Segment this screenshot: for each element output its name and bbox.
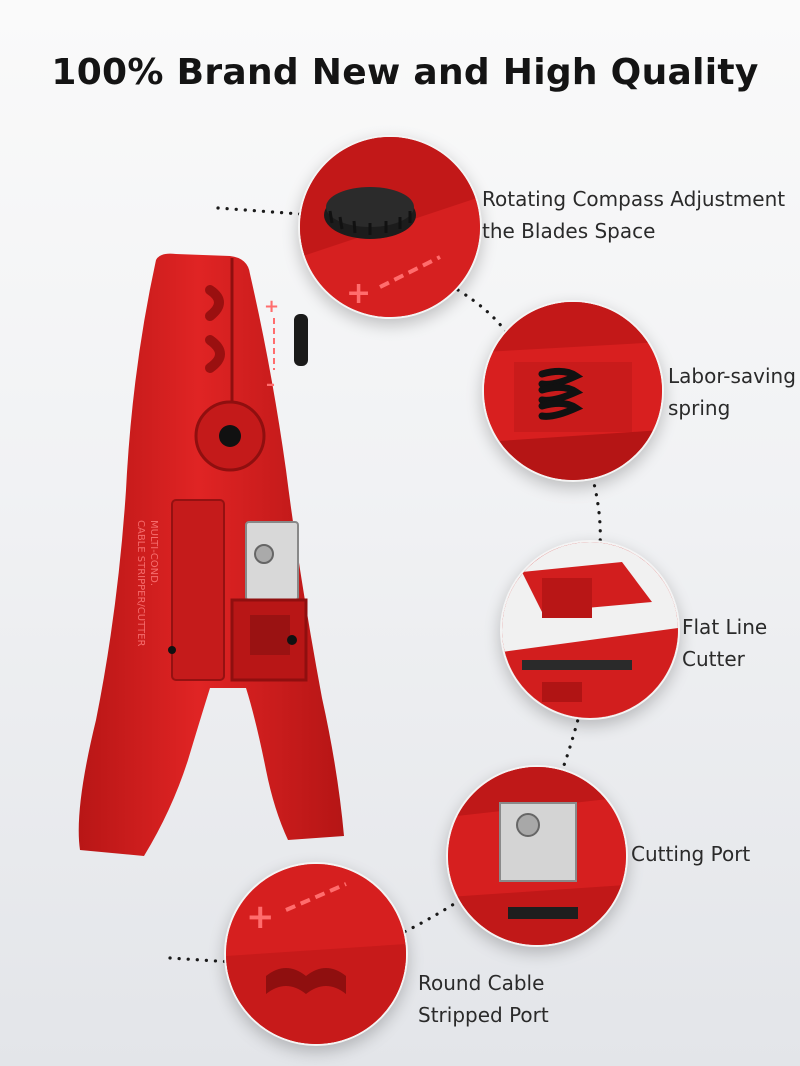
svg-text:–: – xyxy=(266,374,275,395)
label-compass-adjustment: Rotating Compass Adjustment the Blades S… xyxy=(482,183,785,247)
bubble-spring xyxy=(482,300,664,482)
bubble-compass-adjustment: + xyxy=(298,135,482,319)
label-flat-line-line-2: Cutter xyxy=(682,647,745,671)
label-compass-line-2: the Blades Space xyxy=(482,219,656,243)
bubble-cutting-port xyxy=(446,765,628,947)
label-flat-line-line-1: Flat Line xyxy=(682,615,768,639)
label-compass-line-1: Rotating Compass Adjustment xyxy=(482,187,786,211)
label-round-cable-line-1: Round Cable xyxy=(418,971,545,995)
engraving-line-1: MULTI-COND. xyxy=(148,520,159,587)
label-cutting-port-line-1: Cutting Port xyxy=(631,842,751,866)
label-round-cable-port: Round Cable Stripped Port xyxy=(418,967,549,1031)
svg-text:+: + xyxy=(264,296,279,317)
label-round-cable-line-2: Stripped Port xyxy=(418,1003,549,1027)
cable-stripper-tool: + – xyxy=(78,253,344,857)
label-flat-line-cutter: Flat Line Cutter xyxy=(682,611,767,675)
label-spring: Labor-saving spring xyxy=(668,360,796,424)
svg-text:+: + xyxy=(246,897,275,937)
svg-text:+: + xyxy=(346,276,371,311)
bubble-round-cable-port: + xyxy=(224,862,408,1046)
label-cutting-port: Cutting Port xyxy=(631,838,750,870)
page-title: 100% Brand New and High Quality xyxy=(51,52,759,93)
label-spring-line-2: spring xyxy=(668,396,731,420)
engraving-text: MULTI-COND. CABLE STRIPPER/CUTTER xyxy=(100,520,160,680)
bubble-flat-line-cutter xyxy=(500,540,680,720)
engraving-line-2: CABLE STRIPPER/CUTTER xyxy=(135,520,146,647)
label-spring-line-1: Labor-saving xyxy=(668,364,796,388)
